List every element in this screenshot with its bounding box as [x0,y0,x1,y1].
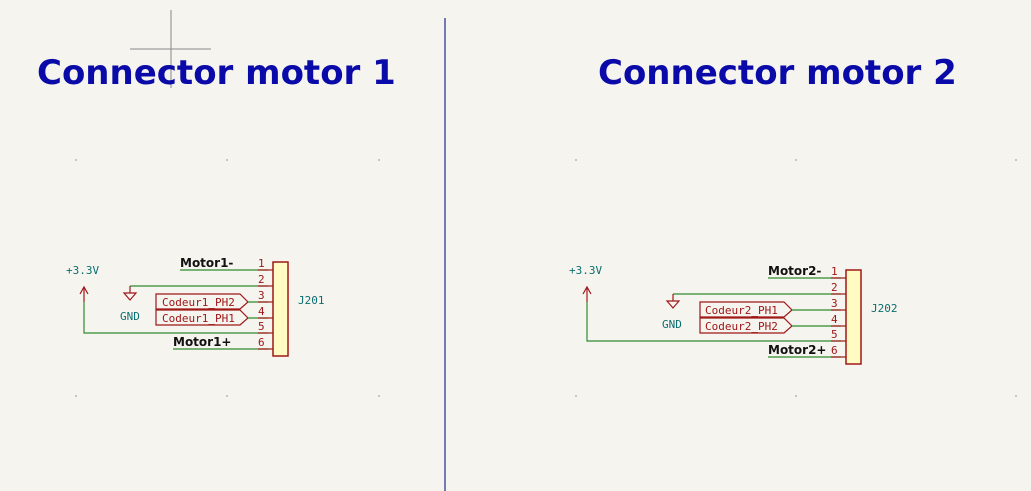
gnd-label: GND [662,318,682,331]
net-label-motor-plus[interactable]: Motor1+ [173,335,232,349]
gnd-symbol[interactable]: GND [120,285,268,323]
global-label-pin4[interactable]: Codeur1_PH1 [155,309,268,326]
sheet-motor-2: Connector motor 2 +3.3V GND Motor2- Moto… [569,53,957,365]
connector-j202[interactable]: 1 2 3 4 5 6 J202 [831,265,898,365]
sheet-title: Connector motor 1 [37,53,396,93]
reference-designator: J202 [871,302,898,315]
pin-number: 5 [831,328,838,341]
svg-text:Codeur2_PH2: Codeur2_PH2 [705,320,778,333]
power-label: +3.3V [66,264,99,277]
reference-designator: J201 [298,294,325,307]
pin-number: 1 [831,265,838,278]
net-label-motor-plus[interactable]: Motor2+ [768,343,827,357]
pin-number: 1 [258,257,265,270]
svg-text:Codeur1_PH1: Codeur1_PH1 [162,312,235,325]
pin-number: 5 [258,320,265,333]
pin-number: 6 [258,336,265,349]
pin-number: 3 [831,297,838,310]
gnd-label: GND [120,310,140,323]
ground-icon [665,300,681,309]
global-label-pin4[interactable]: Codeur2_PH2 [699,317,841,334]
power-3v3-symbol[interactable]: +3.3V [569,264,602,302]
svg-text:Codeur1_PH2: Codeur1_PH2 [162,296,235,309]
pin-number: 2 [831,281,838,294]
net-label-motor-minus[interactable]: Motor1- [180,256,233,270]
power-label: +3.3V [569,264,602,277]
pin-number: 3 [258,289,265,302]
pin-number: 4 [258,305,265,318]
pin-number: 6 [831,344,838,357]
svg-text:Codeur2_PH1: Codeur2_PH1 [705,304,778,317]
gnd-symbol[interactable]: GND [662,293,841,331]
global-label-pin3[interactable]: Codeur1_PH2 [155,293,268,310]
power-3v3-symbol[interactable]: +3.3V [66,264,99,302]
connector-j201[interactable]: 1 2 3 4 5 6 J201 [258,257,325,357]
wire-power-to-pin5[interactable] [83,302,268,334]
sheet-motor-1: Connector motor 1 +3.3V GND Motor1- Moto… [37,53,396,357]
grid-dots [75,159,1017,397]
ground-icon [122,292,138,301]
sheet-title: Connector motor 2 [598,53,957,93]
pin-number: 2 [258,273,265,286]
global-label-pin3[interactable]: Codeur2_PH1 [699,301,841,318]
pin-number: 4 [831,313,838,326]
crosshair-cursor-icon [130,10,211,88]
wire-power-to-pin5[interactable] [586,302,841,342]
net-label-motor-minus[interactable]: Motor2- [768,264,821,278]
